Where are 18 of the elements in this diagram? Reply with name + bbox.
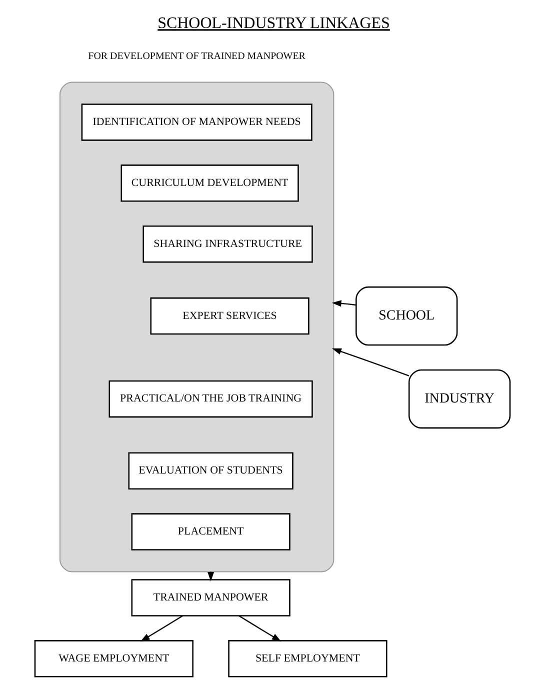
label: FOR DEVELOPMENT OF TRAINED MANPOWER: [88, 50, 305, 62]
node-box: CURRICULUM DEVELOPMENT: [120, 164, 298, 202]
node-box: SHARING INFRASTRUCTURE: [142, 225, 312, 263]
arrow: [140, 615, 183, 642]
diagram-title: SCHOOL-INDUSTRY LINKAGES: [157, 15, 390, 32]
node-box: TRAINED MANPOWER: [130, 579, 290, 616]
node-box: EXPERT SERVICES: [150, 297, 309, 335]
arrow: [331, 348, 409, 376]
node-box: SELF EMPLOYMENT: [228, 640, 387, 678]
node-box: PRACTICAL/ON THE JOB TRAINING: [108, 380, 312, 418]
node-box: EVALUATION OF STUDENTS: [128, 452, 293, 490]
arrow: [331, 300, 356, 307]
arrow: [238, 615, 281, 642]
node-box: SCHOOL: [355, 286, 458, 346]
node-box: INDUSTRY: [408, 369, 510, 429]
node-box: PLACEMENT: [130, 513, 290, 550]
node-box: IDENTIFICATION OF MANPOWER NEEDS: [80, 104, 312, 141]
node-box: WAGE EMPLOYMENT: [34, 640, 193, 678]
